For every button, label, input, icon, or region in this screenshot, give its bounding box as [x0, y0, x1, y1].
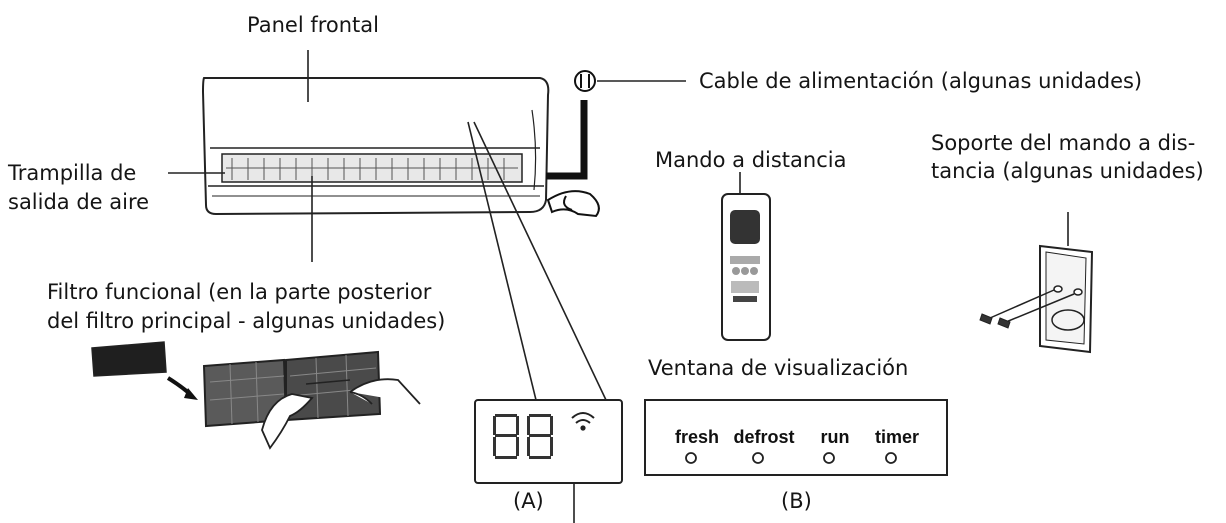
power-cable: [546, 70, 600, 218]
label-remote: Mando a distancia: [655, 148, 847, 172]
indicator-label-timer: timer: [875, 427, 919, 447]
label-holder-line1: Soporte del mando a dis-: [931, 131, 1196, 155]
leader-lines: [168, 50, 1069, 523]
indicator-lamp-defrost: [752, 452, 764, 464]
label-air-louver-line1: Trampilla de: [8, 161, 137, 185]
indicator-lamp-fresh: [685, 452, 697, 464]
indicator-lamp-timer: [885, 452, 897, 464]
label-power-cable: Cable de alimentación (algunas unidades): [699, 69, 1143, 93]
label-filter-line2: del filtro principal - algunas unidades): [47, 309, 446, 333]
label-air-louver-line2: salida de aire: [8, 190, 150, 214]
indoor-unit: [201, 77, 550, 216]
seven-segment-digits: [493, 414, 553, 459]
label-panel-a: (A): [513, 489, 544, 513]
remote-controller: [721, 193, 771, 341]
label-filter-line1: Filtro funcional (en la parte posterior: [47, 280, 432, 304]
display-a: [474, 399, 623, 484]
remote-holder: [979, 244, 1094, 354]
wifi-icon: [571, 412, 595, 431]
indicator-lamp-run: [823, 452, 835, 464]
functional-filter: [91, 341, 421, 450]
display-b: fresh defrost run timer: [644, 399, 948, 476]
label-panel-b: (B): [781, 489, 812, 513]
indicator-label-run: run: [821, 427, 850, 447]
label-holder-line2: tancia (algunas unidades): [931, 159, 1204, 183]
label-display-window: Ventana de visualización: [648, 356, 909, 380]
indicator-label-defrost: defrost: [733, 427, 794, 447]
indicator-label-fresh: fresh: [675, 427, 719, 447]
label-front-panel: Panel frontal: [247, 13, 379, 37]
